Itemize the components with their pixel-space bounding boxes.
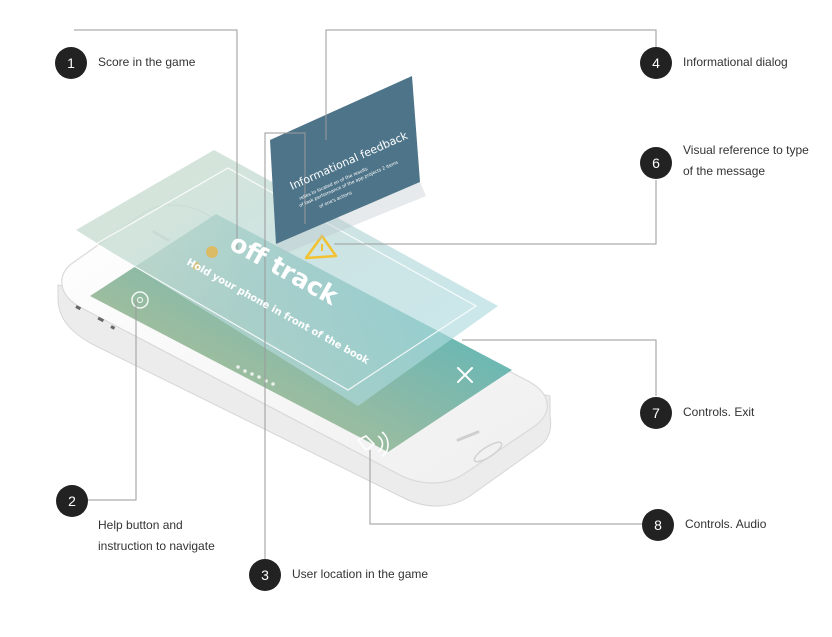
callout-text: Controls. Audio [685,517,767,531]
callout-text: Score in the game [98,55,196,69]
callout-label-4: Informational dialog [683,52,788,73]
callout-badge-1: 1 [55,47,87,79]
callout-label-3: User location in the game [292,564,428,585]
callout-badge-8: 8 [642,509,674,541]
audio-icon[interactable] [356,431,389,457]
callout-label-1: Score in the game [98,52,195,73]
callout-label-2: Help button and instruction to navigate [98,515,215,557]
help-icon[interactable] [131,291,149,309]
callout-text: User location in the game [292,567,429,581]
overlay-layer [76,150,498,406]
score-indicator [192,246,218,270]
callout-text: instruction to navigate [98,539,215,553]
callout-text: of the message [683,164,766,178]
callout-text: Help button and [98,518,183,532]
callout-label-6: Visual reference to type of the message [683,140,809,182]
leader-lines [74,29,657,560]
callout-badge-3: 3 [249,559,281,591]
callout-badge-2: 2 [56,485,88,517]
overlay-frame [94,167,478,391]
dialog-card [270,76,420,244]
callout-text: Visual reference to type [683,143,809,157]
warning-icon [304,234,338,260]
callout-label-7: Controls. Exit [683,402,754,423]
callout-text: Controls. Exit [683,405,755,419]
close-icon[interactable] [457,367,473,383]
callout-badge-6: 6 [640,147,672,179]
callout-text: Informational dialog [683,55,788,69]
callout-badge-7: 7 [640,397,672,429]
callout-badge-4: 4 [640,47,672,79]
callout-label-8: Controls. Audio [685,514,766,535]
